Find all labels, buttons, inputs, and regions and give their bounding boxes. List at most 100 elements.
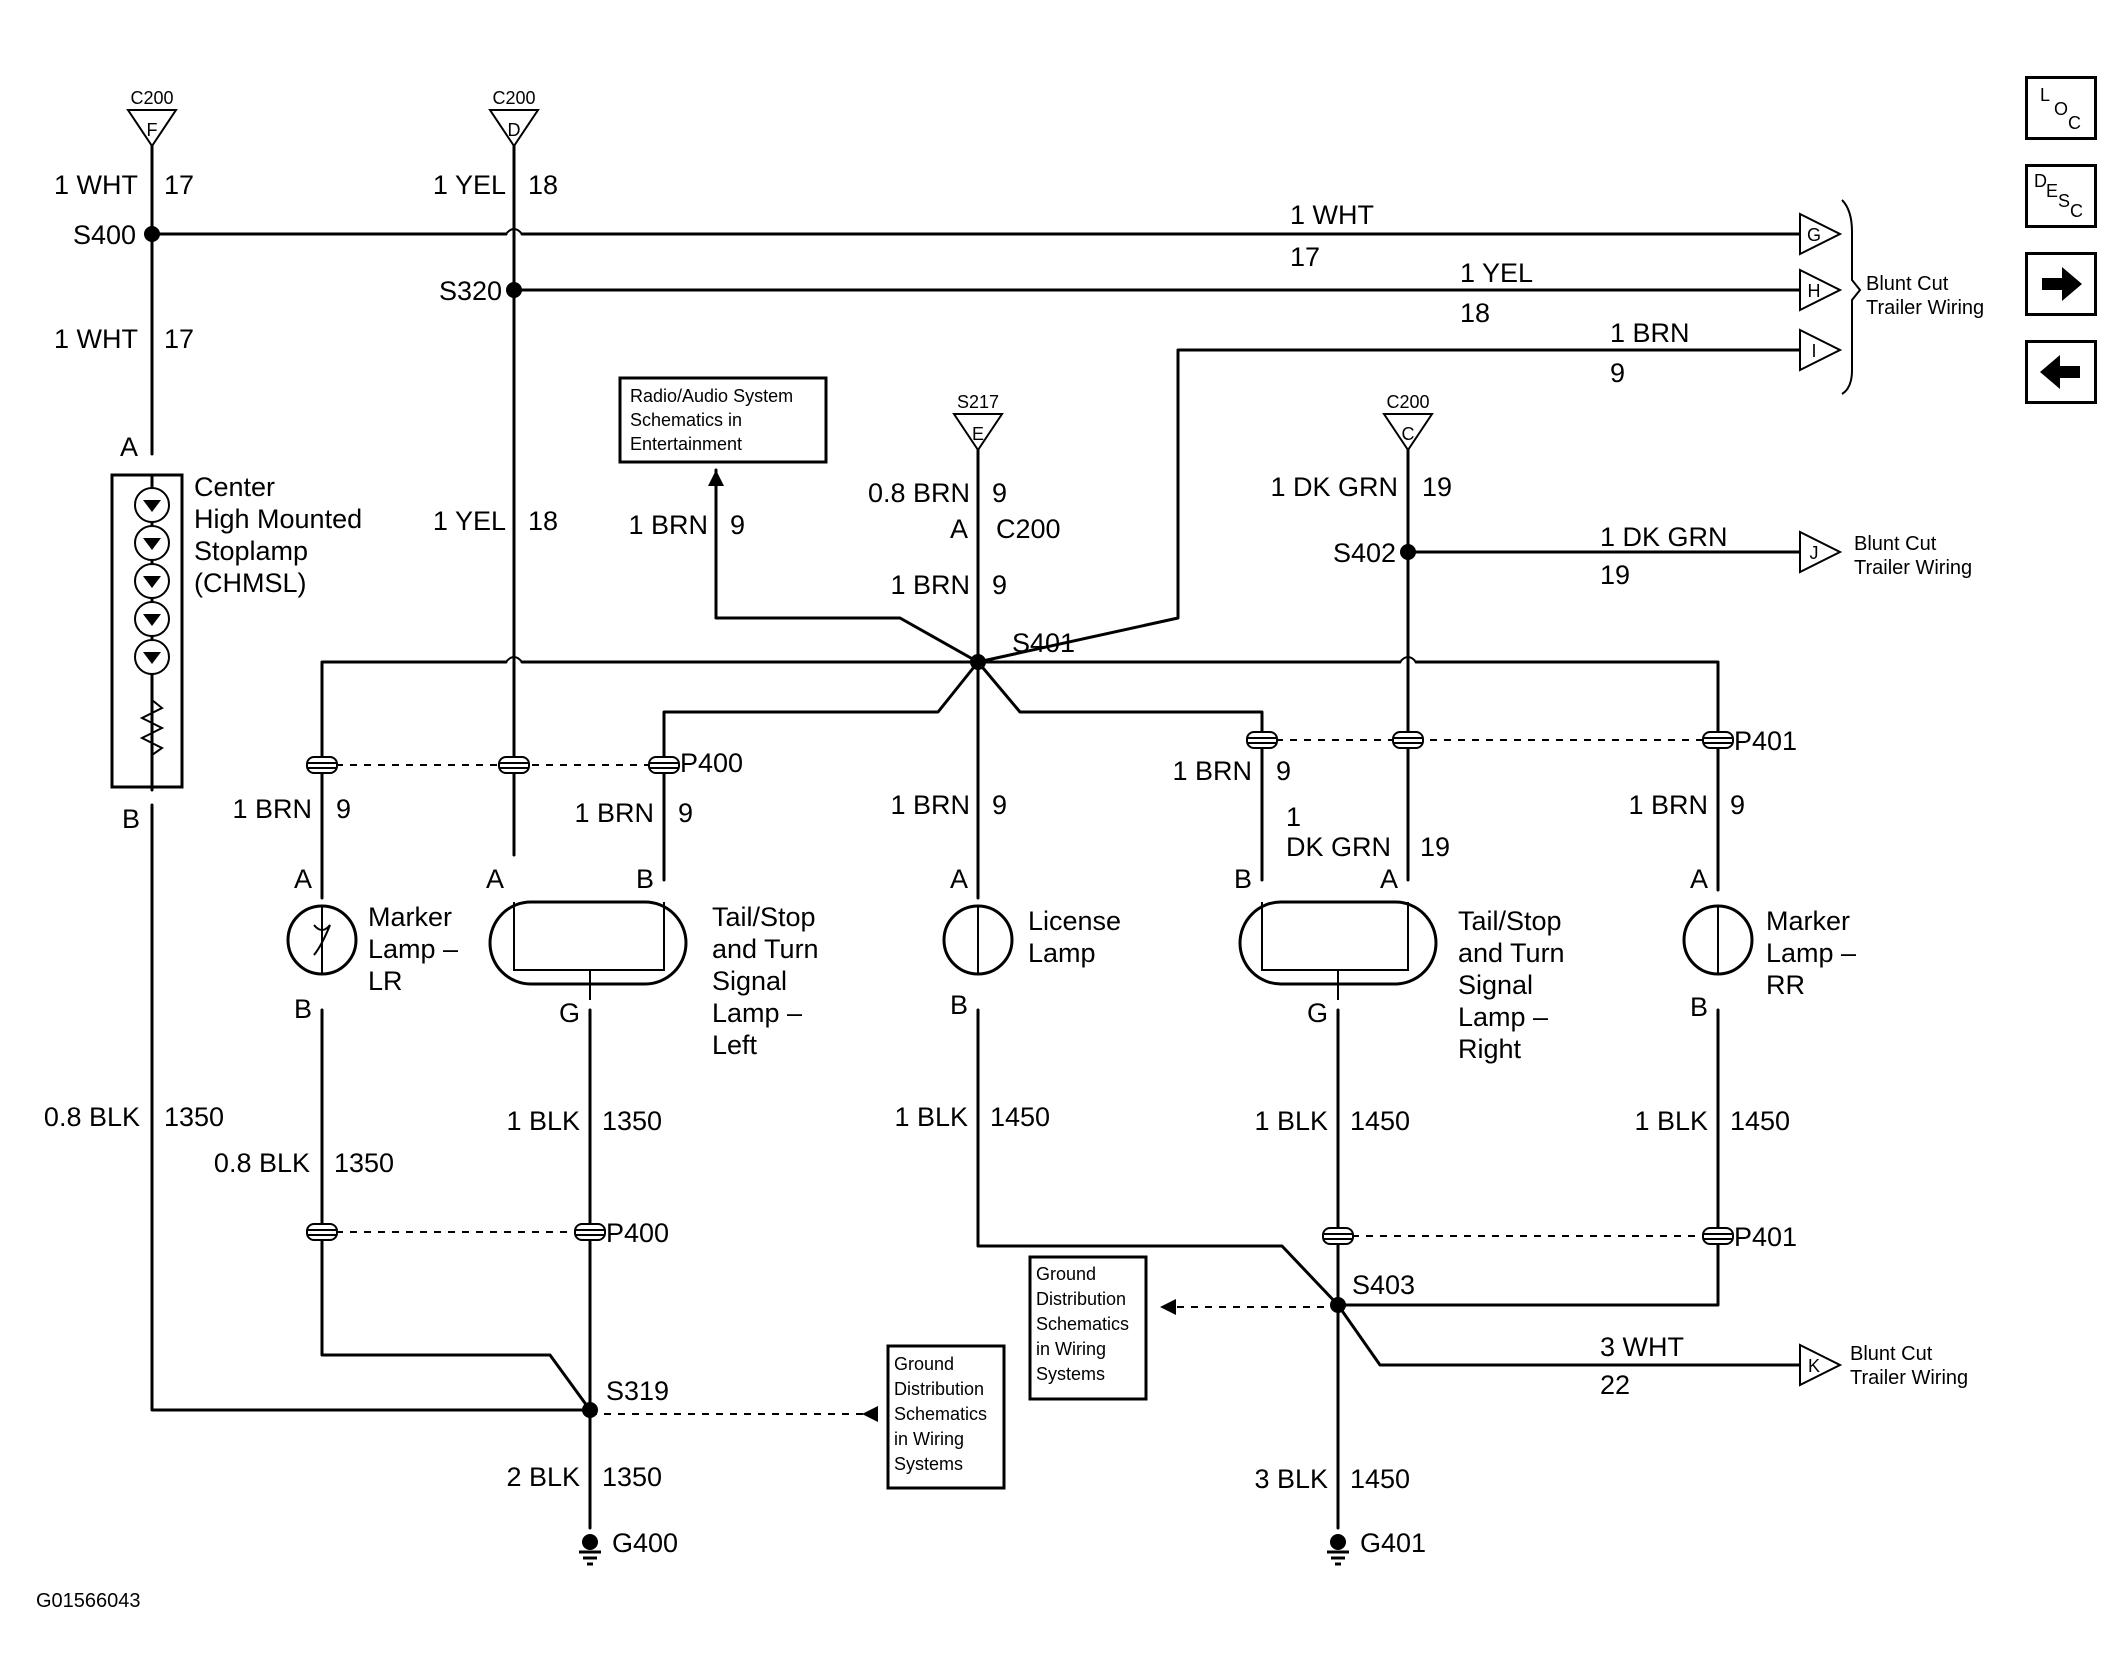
arrow-right-icon [2042,267,2082,301]
splice-dot [1330,1297,1346,1313]
pin-label: C [1402,424,1415,444]
wire-blk-1450-license [976,1008,1802,1367]
filament [1261,902,1409,1000]
splice-dot [144,226,160,242]
offpage-k [1799,1343,1843,1387]
ref-ground1-text: Schematics [894,1404,987,1424]
connector-label: C200 [492,88,535,108]
loc-letter: L [2040,85,2051,105]
chmsl-label: Stoplamp [194,536,308,566]
inline-connector [306,1223,338,1241]
ref-ground1-text: Ground [894,1354,954,1374]
wire-color: 1 BLK [506,1106,580,1136]
next-page-button[interactable] [2025,252,2097,316]
ref-box-ground1[interactable] [886,1344,1006,1490]
wire-color: 3 WHT [1600,1332,1684,1362]
splice-label: S403 [1352,1270,1415,1300]
pin-label: D [508,120,521,140]
wire-color: 1 WHT [1290,200,1374,230]
wire-circuit: 18 [1460,298,1490,328]
splice-dot [970,654,986,670]
wire-crossover [505,656,523,663]
figure-id: G01566043 [36,1590,141,1612]
loc-button[interactable]: L O C [2025,76,2097,140]
wire-circuit: 19 [1422,472,1452,502]
splice-dot [582,1402,598,1418]
wire-color: 1 BRN [574,798,654,828]
arrow-left-icon [2040,355,2080,389]
connector-label: C200 [130,88,173,108]
chmsl-leds [134,487,170,770]
inline-connector [498,756,530,774]
desc-letter: S [2058,191,2071,211]
connector-label: P401 [1734,726,1797,756]
chmsl-label: High Mounted [194,504,362,534]
inline-connector [1392,731,1424,749]
bracket [1841,199,1862,395]
wire-circuit: 9 [730,510,745,540]
pin-label: G [559,998,580,1028]
splice-label: S320 [439,276,502,306]
desc-letter: D [2034,171,2047,191]
marker-lr-label: Marker [368,902,452,932]
arrow-ground1 [862,1406,878,1422]
marker-rr-label: Lamp – [1766,938,1856,968]
inline-connector [1702,731,1734,749]
wire-color: 1 YEL [1460,258,1533,288]
ref-radio-text: Radio/Audio System [630,386,793,406]
chmsl-label: (CHMSL) [194,568,307,598]
trailer-wiring-label: Trailer Wiring [1866,297,1984,319]
ref-ground2-text: Systems [1036,1364,1105,1384]
wire-brn-9-to-radio [714,468,980,664]
ref-box-radio[interactable] [618,376,828,464]
ref-ground2-text: Ground [1036,1264,1096,1284]
splice-label: S319 [606,1376,669,1406]
wire-color: 1 YEL [433,170,506,200]
ref-radio-text: Schematics in [630,410,742,430]
marker-rr-label: Marker [1766,906,1850,936]
wire-brn-9-to-i [976,348,1802,664]
marker-lr-label: Lamp – [368,934,458,964]
connector-label: P400 [680,748,743,778]
tail-left-label: Left [712,1030,758,1060]
wire-circuit: 19 [1420,832,1450,862]
desc-letter: C [2070,201,2083,221]
tail-lamp-left-bulb [488,900,688,986]
wire-color: 1 BRN [890,570,970,600]
wire-circuit: 9 [1276,756,1291,786]
filament [313,905,331,975]
blunt-cut-label: Blunt Cut [1866,273,1949,295]
wire-circuit: 19 [1600,560,1630,590]
offpage-j [1799,530,1843,574]
ground-icon [1325,1550,1351,1566]
tail-right-label: Lamp – [1458,1002,1548,1032]
arrow-to-radio [708,470,724,486]
marker-rr-label: RR [1766,970,1805,1000]
blunt-cut-label: Blunt Cut [1850,1343,1933,1365]
ref-box-ground2[interactable] [1028,1255,1148,1401]
tail-left-label: and Turn [712,934,819,964]
inline-connector [306,756,338,774]
inline-connector [1702,1227,1734,1245]
desc-letter: E [2046,181,2059,201]
inline-connector [648,756,680,774]
wire-circuit: 1450 [1350,1106,1410,1136]
connector-c200-f [126,109,178,148]
connector-s217-e [952,413,1004,452]
desc-button[interactable]: D E S C [2025,164,2097,228]
wire-color: 1 YEL [433,506,506,536]
tail-left-label: Lamp – [712,998,802,1028]
offpage-h [1799,268,1843,312]
pin-label: A [1690,864,1708,894]
offpage-letter: G [1807,225,1821,245]
prev-page-button[interactable] [2025,340,2097,404]
offpage-letter: J [1810,543,1819,563]
chmsl-label: Center [194,472,275,502]
wire-circuit: 22 [1600,1370,1630,1400]
loc-letter: C [2068,113,2081,133]
pin-label: A [294,864,312,894]
tail-right-label: Tail/Stop [1458,906,1562,936]
wire-circuit: 9 [992,790,1007,820]
wire-color: 0.8 BRN [868,478,970,508]
wire-circuit: 9 [678,798,693,828]
